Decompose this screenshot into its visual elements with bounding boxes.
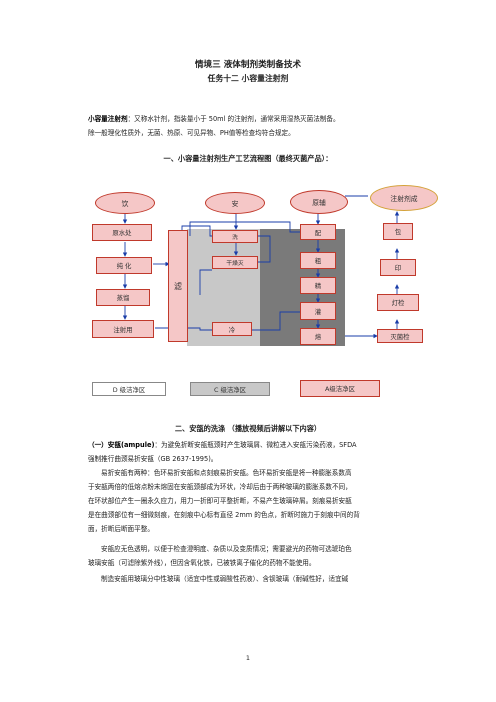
page-title: 情境三 液体制剂类制备技术 [194,60,302,70]
p1-line: 面，折断后断面平整。 [88,525,154,533]
p1-line: 易折安瓿有两种：色环易折安瓿和点刻痕易折安瓿。色环易折安瓿是将一种膨胀系数高 [101,469,352,477]
node-mix: 配 [300,224,336,240]
node-inspect: 灯检 [377,294,419,311]
node-ampoule: 安 [205,192,265,214]
node-distill: 蒸馏 [96,289,150,306]
section2-heading: 二、安瓿的洗涤 （播放视频后讲解以下内容） [174,424,322,433]
node-fine: 精 [300,277,336,294]
p2-line: 安瓿应无色透明，以便于检查澄明度、杂质以及变质情况；需要避光的药物可选琥珀色 [101,545,352,553]
node-wash: 洗 [212,230,258,243]
intro-term: 小容量注射剂 [88,115,128,123]
node-print: 印 [380,259,416,276]
paragraph-1: 易折安瓿有两种：色环易折安瓿和点刻痕易折安瓿。色环易折安瓿是将一种膨胀系数高 于… [88,466,408,536]
legend-grade-c: C 级洁净区 [190,382,270,396]
node-coarse: 粗 [300,252,336,269]
intro-line1: ：又称水针剂，指装量小于 50ml 的注射剂，通常采用湿热灭菌法制备。 [127,115,340,123]
node-raw-water: 原水处 [92,224,152,241]
sub1-text: ：为避免折断安瓿瓶颈时产生玻璃屑、微粒进入安瓿污染药液，SFDA [154,441,357,449]
node-pack: 包 [383,223,413,240]
legend-grade-d: D 级洁净区 [92,382,166,396]
intro-paragraph: 小容量注射剂：又称水针剂，指装量小于 50ml 的注射剂，通常采用湿热灭菌法制备… [88,112,408,140]
p2-line: 玻璃安瓿（可滤除紫外线），但因含氧化铁，已被铁离子催化的药物不能使用。 [88,559,316,567]
node-wfi: 注射用 [92,320,154,338]
node-seal: 熔 [300,328,336,345]
section2-sub1: （一）安瓿(ampule)：为避免折断安瓿瓶颈时产生玻璃屑、微粒进入安瓿污染药液… [88,438,408,466]
node-cool: 冷 [212,322,252,336]
p1-line: 是在曲颈部位有一细微刻痕，在刻痕中心标有直径 2mm 的色点，折断时施力于刻痕中… [88,511,360,519]
paragraph-3: 制造安瓿用玻璃分中性玻璃（适宜中性或弱酸性药液）、含钡玻璃（耐碱性好，适宜碱 [88,572,408,586]
node-filter: 滤 [168,230,188,342]
node-product: 注射剂成 [370,185,438,211]
node-leak: 灭菌检 [377,329,423,343]
page-subtitle: 任务十二 小容量注射剂 [207,74,289,83]
intro-line2: 除一般理化性质外，无菌、热原、可见异物、PH值等检查均符合规定。 [88,129,295,137]
sub1-label: （一）安瓿(ampule) [88,441,155,449]
section1-heading: 一、小容量注射剂生产工艺流程图（最终灭菌产品）： [163,154,333,163]
node-fill: 灌 [300,302,336,320]
p1-line: 在环状部位产生一圈永久应力，用力一折即可平整折断，不易产生玻璃碎屑。刻痕易折安瓿 [88,497,352,505]
node-drink: 饮 [95,192,155,214]
node-excipient: 原辅 [290,190,348,214]
legend-grade-a: A级洁净区 [300,380,380,397]
node-dry: 干燥灭 [212,256,258,269]
page-number: 1 [245,654,251,662]
p1-line: 于安瓿两倍的低熔点粉末熔固在安瓿颈部成为环状，冷却后由于两种玻璃的膨胀系数不同， [88,483,352,491]
sub1-line2: 强制推行曲颈易折安瓿（GB 2637-1995)。 [88,455,218,463]
p3-line: 制造安瓿用玻璃分中性玻璃（适宜中性或弱酸性药液）、含钡玻璃（耐碱性好，适宜碱 [101,575,349,583]
paragraph-2: 安瓿应无色透明，以便于检查澄明度、杂质以及变质情况；需要避光的药物可选琥珀色 玻… [88,542,408,570]
node-purify: 纯 化 [96,257,152,274]
